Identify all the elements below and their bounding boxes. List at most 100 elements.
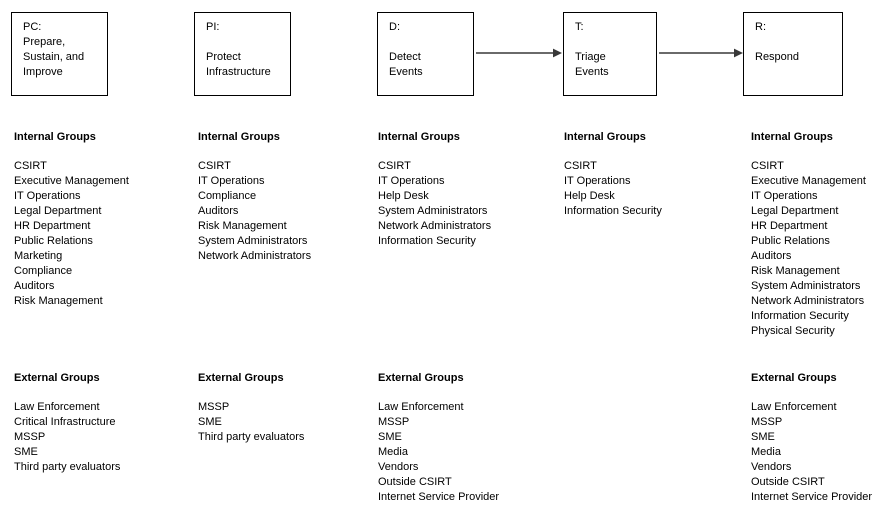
group-item: Internet Service Provider [751,491,873,503]
group-item: HR Department [751,220,828,232]
group-item: Media [751,446,781,458]
phase-box-line: PI: [206,21,220,33]
group-item: Network Administrators [198,250,312,262]
phase-box-line: Detect [389,51,421,63]
phase-box-line: Events [575,66,609,78]
phase-box-line [206,35,286,50]
group-item: Information Security [564,205,662,217]
group-item: Internet Service Provider [378,491,500,503]
group-item: System Administrators [378,205,488,217]
group-item: Auditors [751,250,792,262]
group-item: Help Desk [564,190,615,202]
group-item: SME [378,431,402,443]
phase-box-r: R:Respond [743,12,843,96]
phase-box-line: T: [575,21,584,33]
group-item: Third party evaluators [14,461,121,473]
group-item: CSIRT [14,160,47,172]
group-item: Information Security [378,235,476,247]
group-item: Help Desk [378,190,429,202]
phase-box-line: D: [389,21,400,33]
external-groups-heading: External Groups [14,372,100,384]
group-item: SME [198,416,222,428]
group-item: Compliance [14,265,73,277]
group-item: Risk Management [14,295,103,307]
phase-box-line: Events [389,66,423,78]
group-item: Risk Management [198,220,287,232]
group-item: Law Enforcement [14,401,100,413]
group-item: Third party evaluators [198,431,305,443]
group-item: Outside CSIRT [378,476,452,488]
group-item: Compliance [198,190,257,202]
group-item: HR Department [14,220,91,232]
internal-groups-heading: Internal Groups [751,131,833,143]
group-item: Public Relations [14,235,93,247]
external-groups-heading: External Groups [751,372,837,384]
phase-box-line [755,35,838,50]
group-item: Risk Management [751,265,840,277]
phase-box-line: PC: [23,21,42,33]
phase-box-line [389,35,469,50]
group-item: Information Security [751,310,849,322]
group-item: MSSP [198,401,230,413]
group-item: Network Administrators [378,220,492,232]
group-item: Auditors [14,280,55,292]
group-item: System Administrators [198,235,308,247]
external-groups-heading: External Groups [198,372,284,384]
phase-box-line: Protect [206,51,241,63]
group-item: Vendors [378,461,419,473]
group-item: Law Enforcement [378,401,464,413]
phase-box-line [575,35,652,50]
group-item: CSIRT [751,160,784,172]
internal-groups-heading: Internal Groups [14,131,96,143]
group-item: IT Operations [751,190,818,202]
external-groups-list: MSSP SME Third party evaluators [198,400,304,445]
group-item: Marketing [14,250,63,262]
external-groups-heading: External Groups [378,372,464,384]
phase-box-line: Sustain, and [23,51,85,63]
group-item: MSSP [378,416,410,428]
group-item: MSSP [751,416,783,428]
phase-box-line: R: [755,21,766,33]
arrow-t-to-r [659,48,743,58]
group-item: IT Operations [198,175,265,187]
group-item: SME [751,431,775,443]
group-item: Network Administrators [751,295,865,307]
group-item: CSIRT [198,160,231,172]
group-item: Law Enforcement [751,401,837,413]
group-item: Critical Infrastructure [14,416,116,428]
phase-box-line: Triage [575,51,606,63]
group-item: Vendors [751,461,792,473]
group-item: IT Operations [378,175,445,187]
group-item: System Administrators [751,280,861,292]
phase-box-line: Prepare, [23,36,66,48]
arrow-d-to-t [476,48,562,58]
group-item: Executive Management [751,175,866,187]
group-item: Outside CSIRT [751,476,825,488]
group-item: Legal Department [14,205,102,217]
group-item: Executive Management [14,175,129,187]
group-item: IT Operations [14,190,81,202]
phase-box-line: Improve [23,66,63,78]
group-item: CSIRT [378,160,411,172]
internal-groups-heading: Internal Groups [198,131,280,143]
group-item: Auditors [198,205,239,217]
phase-box-line: Infrastructure [206,66,271,78]
group-item: MSSP [14,431,46,443]
internal-groups-heading: Internal Groups [564,131,646,143]
group-item: Public Relations [751,235,830,247]
group-item: IT Operations [564,175,631,187]
group-item: SME [14,446,38,458]
